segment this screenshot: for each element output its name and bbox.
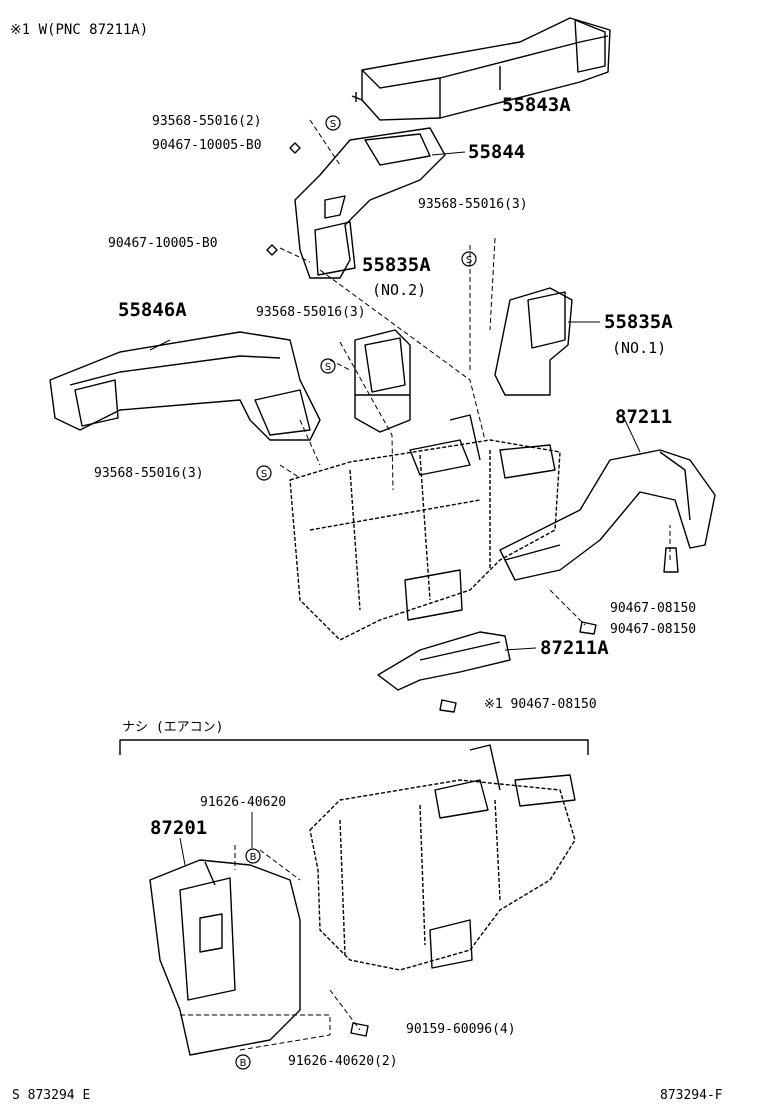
callout-90467-08150-c: ※1 90467-08150 (484, 697, 597, 712)
label-55844: 55844 (468, 141, 526, 163)
group-bracket (119, 739, 589, 755)
symbol-b-text: B (240, 1058, 247, 1069)
label-87201: 87201 (150, 817, 208, 839)
footer-right-code: 873294-F (660, 1088, 723, 1103)
label-87211: 87211 (615, 406, 673, 428)
symbol-b-text: B (250, 852, 257, 863)
symbol-s-text: S (466, 255, 472, 266)
label-no1: (NO.1) (612, 339, 667, 357)
callout-90467-10005-b: 90467-10005-B0 (108, 236, 218, 251)
symbol-s-1: S (325, 115, 341, 131)
duct-55835A-no2 (354, 329, 411, 433)
duct-55846A (49, 331, 321, 441)
label-55835A-no2: 55835A (362, 254, 431, 276)
duct-87211A (377, 631, 511, 691)
callout-90159: 90159-60096(4) (406, 1022, 516, 1037)
label-55846A: 55846A (118, 299, 187, 321)
callout-90467-08150-b: 90467-08150 (610, 622, 697, 637)
callout-93568-3-c: 93568-55016(3) (94, 466, 204, 481)
callout-93568-3-a: 93568-55016(3) (418, 197, 528, 212)
symbol-s-3: S (320, 358, 336, 374)
blower-87201 (149, 859, 301, 1056)
duct-87211 (499, 449, 716, 581)
symbol-b-2: B (235, 1054, 251, 1070)
callout-90467-08150-a: 90467-08150 (610, 601, 697, 616)
label-87211A: 87211A (540, 637, 609, 659)
solid-leaders (149, 151, 641, 866)
header-note: ※1 W(PNC 87211A) (10, 22, 149, 38)
heater-unit-lower-solid (429, 744, 576, 969)
footer-left-code: S 873294 E (12, 1088, 91, 1103)
heater-unit-lower (309, 779, 576, 971)
symbol-s-4: S (256, 465, 272, 481)
leader-lines (180, 119, 671, 1051)
label-nashi-aircon: ナシ (エアコン) (122, 720, 224, 735)
heater-unit-upper-solid (404, 414, 556, 621)
callout-90467-10005-a: 90467-10005-B0 (152, 138, 262, 153)
callout-93568-2: 93568-55016(2) (152, 114, 262, 129)
label-no2: (NO.2) (372, 281, 427, 299)
callout-91626-a: 91626-40620 (200, 795, 287, 810)
symbol-s-text: S (261, 469, 267, 480)
duct-55843A (351, 17, 611, 121)
callout-93568-3-b: 93568-55016(3) (256, 305, 366, 320)
symbol-s-text: S (325, 362, 331, 373)
symbol-b-1: B (245, 848, 261, 864)
duct-55835A-no1 (494, 287, 573, 396)
duct-55844 (294, 127, 446, 279)
symbol-s-text: S (330, 119, 336, 130)
callout-91626-b: 91626-40620(2) (288, 1054, 398, 1069)
fasteners (266, 142, 679, 1037)
label-55843A: 55843A (502, 94, 571, 116)
symbol-s-2: S (461, 251, 477, 267)
label-55835A-no1: 55835A (604, 311, 673, 333)
